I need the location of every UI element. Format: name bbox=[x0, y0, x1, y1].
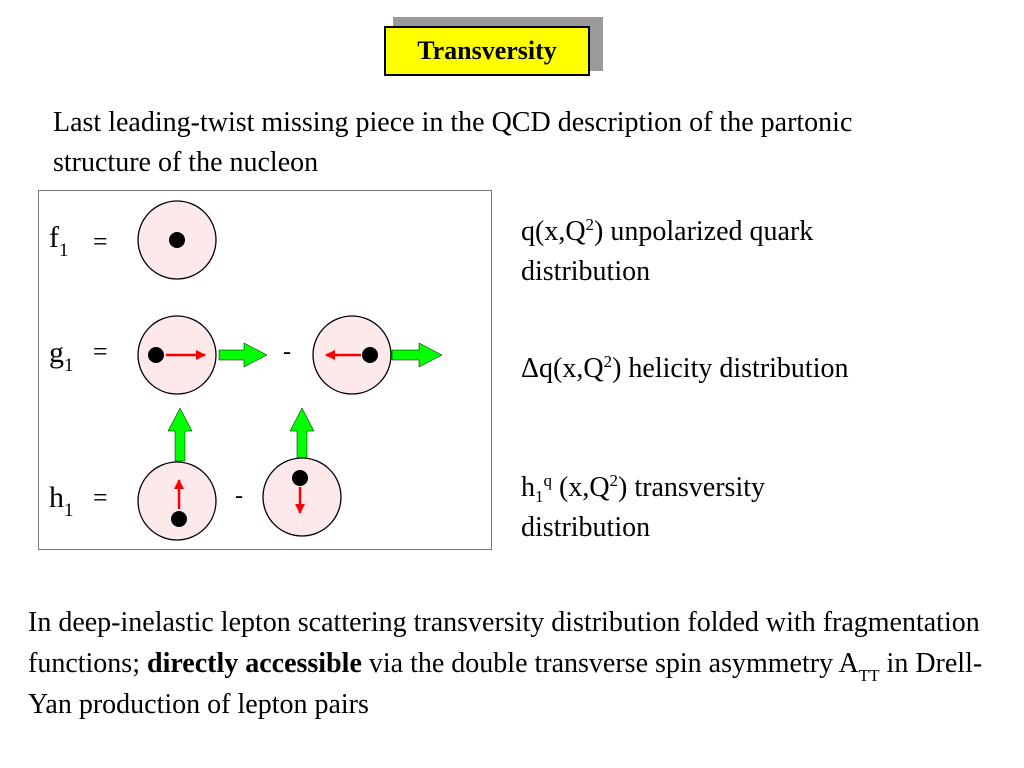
g1-nucleon-anti bbox=[312, 315, 443, 395]
h1-nucleon-aligned bbox=[137, 461, 217, 541]
nucleon-spin-arrow bbox=[218, 342, 268, 368]
helicity-description: Δq(x,Q2) helicity distribution bbox=[521, 352, 849, 384]
nucleon-transverse-arrow-2 bbox=[289, 407, 315, 462]
transversity-description: h1q (x,Q2) transversity distribution bbox=[521, 471, 766, 543]
nucleon-spin-arrow bbox=[391, 342, 443, 368]
f1-nucleon bbox=[137, 200, 217, 280]
g1-minus: - bbox=[283, 339, 291, 365]
f1-equals: = bbox=[93, 227, 108, 256]
unpolarized-description: q(x,Q2) unpolarized quark distribution bbox=[521, 215, 814, 287]
h1-label: h1 bbox=[49, 481, 74, 522]
slide-title: Transversity bbox=[384, 26, 590, 76]
f1-label: f1 bbox=[49, 221, 69, 262]
quark-dot bbox=[362, 347, 378, 363]
quark-dot bbox=[169, 232, 185, 248]
distribution-diagram: f1 = g1 = - h1 = - bbox=[38, 190, 492, 550]
diagram-graphics bbox=[137, 200, 443, 541]
quark-dot bbox=[292, 470, 308, 486]
g1-label: g1 bbox=[49, 336, 74, 377]
h1-nucleon-anti bbox=[262, 457, 342, 537]
h1-equals: = bbox=[93, 483, 108, 512]
h1-minus: - bbox=[235, 483, 243, 509]
intro-text: Last leading-twist missing piece in the … bbox=[53, 107, 853, 178]
quark-dot bbox=[148, 347, 164, 363]
emphasis-directly-accessible: directly accessible bbox=[147, 648, 362, 679]
g1-nucleon-aligned bbox=[137, 315, 268, 395]
summary-text: In deep-inelastic lepton scattering tran… bbox=[28, 607, 983, 720]
g1-equals: = bbox=[93, 337, 108, 366]
quark-dot bbox=[171, 511, 187, 527]
nucleon-transverse-arrow-1 bbox=[167, 407, 193, 462]
